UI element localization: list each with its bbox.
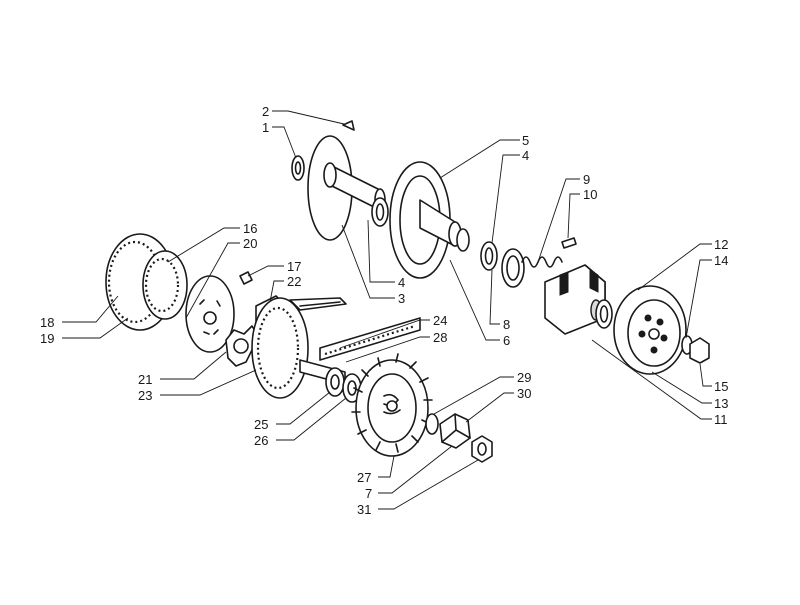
part-27-cooling-fan <box>351 353 433 457</box>
part-5-movable-half-pulley <box>389 161 462 279</box>
leader-lines <box>62 110 712 510</box>
part-11-clutch-body <box>544 264 606 335</box>
label-part-25: 25 <box>254 417 268 432</box>
label-part-1: 1 <box>262 120 269 135</box>
part-spring <box>521 256 563 268</box>
label-part-13: 13 <box>714 396 728 411</box>
label-part-7: 7 <box>365 486 372 501</box>
label-part-2: 2 <box>262 104 269 119</box>
label-part-12: 12 <box>714 237 728 252</box>
label-part-27: 27 <box>357 470 371 485</box>
label-part-30: 30 <box>517 386 531 401</box>
part-15-nut <box>689 337 710 364</box>
label-part-22: 22 <box>287 274 301 289</box>
label-part-20: 20 <box>243 236 257 251</box>
label-part-4: 4 <box>398 275 405 290</box>
label-part-15: 15 <box>714 379 728 394</box>
label-part-31: 31 <box>357 502 371 517</box>
label-part-16: 16 <box>243 221 257 236</box>
label-part-10: 10 <box>583 187 597 202</box>
label-part-28: 28 <box>433 330 447 345</box>
label-part-11: 11 <box>714 412 728 427</box>
label-part-9: 9 <box>583 172 590 187</box>
label-part-19: 19 <box>40 331 54 346</box>
part-number-labels: 2 1 4 3 5 4 8 6 9 10 12 14 15 13 11 16 2… <box>40 104 728 517</box>
label-part-18: 18 <box>40 315 54 330</box>
label-part-14: 14 <box>714 253 728 268</box>
label-part-29: 29 <box>517 370 531 385</box>
label-part-4: 4 <box>522 148 529 163</box>
part-10-pin <box>561 237 577 249</box>
label-part-5: 5 <box>522 133 529 148</box>
upper-assembly <box>291 120 710 375</box>
part-13-clutch-bell <box>613 285 687 375</box>
label-part-3: 3 <box>398 291 405 306</box>
part-16-housing <box>142 250 188 320</box>
part-17-slider <box>239 271 253 285</box>
label-part-17: 17 <box>287 259 301 274</box>
label-part-6: 6 <box>503 333 510 348</box>
label-part-21: 21 <box>138 372 152 387</box>
label-part-23: 23 <box>138 388 152 403</box>
part-2-pin <box>342 120 355 131</box>
label-part-26: 26 <box>254 433 268 448</box>
part-29-washer <box>425 413 439 435</box>
part-23-half-pulley <box>251 297 309 399</box>
part-6-guide <box>456 228 470 252</box>
part-fixed-half-pulley <box>307 135 386 241</box>
label-part-24: 24 <box>433 313 447 328</box>
label-part-8: 8 <box>503 317 510 332</box>
